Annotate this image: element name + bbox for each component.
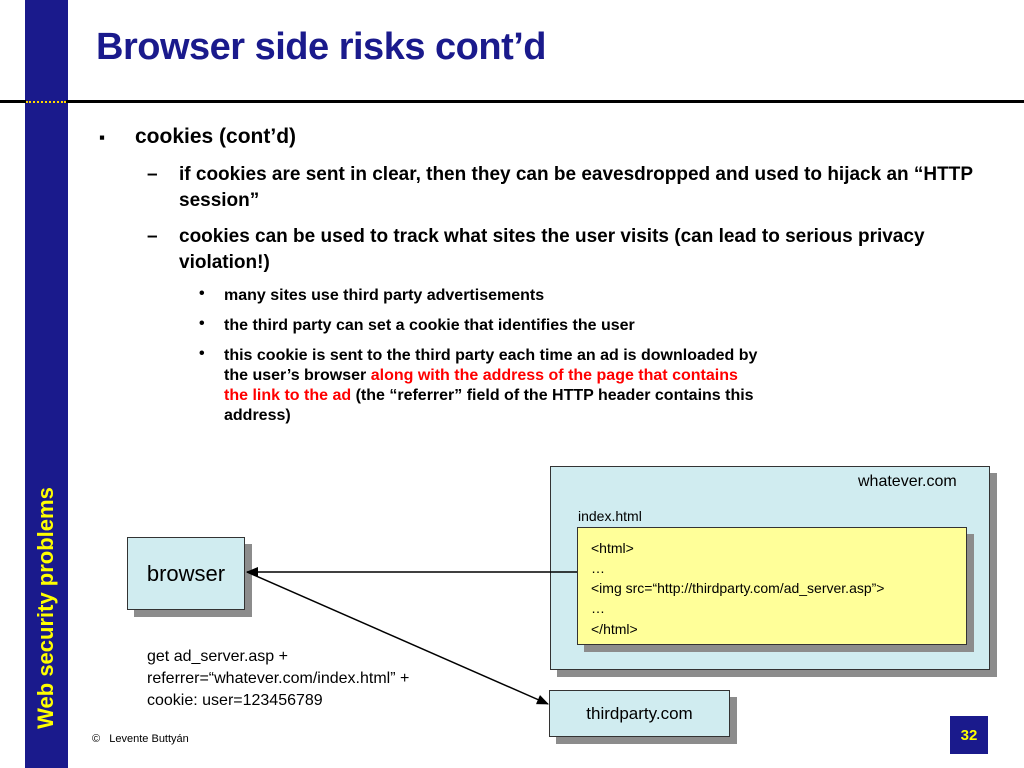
footer-credit: © Levente Buttyán	[92, 733, 189, 745]
code-line: …	[591, 560, 605, 576]
request-line: get ad_server.asp +	[147, 648, 288, 665]
browser-box: browser	[127, 537, 245, 610]
header-rule	[66, 100, 1024, 103]
sidebar-dotted-line	[26, 101, 66, 103]
thirdparty-com-box: thirdparty.com	[549, 690, 730, 737]
dash-bullet-icon: –	[147, 164, 158, 185]
code-line: </html>	[591, 621, 638, 637]
index-html-label: index.html	[578, 508, 642, 524]
sidebar-band	[25, 0, 68, 768]
copyright-icon: ©	[92, 733, 101, 745]
request-line: cookie: user=123456789	[147, 692, 323, 709]
referrer-text-highlight: along with the address of the page that …	[224, 367, 738, 404]
page-number: 32	[950, 716, 988, 754]
whatever-com-label: whatever.com	[858, 473, 957, 490]
bullet-referrer: this cookie is sent to the third party e…	[224, 346, 764, 426]
bullet-cookies: cookies (cont’d)	[135, 125, 297, 148]
code-line: <img src=“http://thirdparty.com/ad_serve…	[591, 580, 885, 596]
code-line: …	[591, 600, 605, 616]
referrer-text-end: (the “referrer” field of the HTTP header…	[224, 387, 754, 424]
dot-bullet-icon: •	[199, 315, 205, 332]
square-bullet-icon: ▪	[99, 128, 106, 147]
header-rule-left	[0, 100, 26, 103]
footer-author: Levente Buttyán	[109, 733, 189, 745]
dot-bullet-icon: •	[199, 285, 205, 302]
bullet-eavesdrop: if cookies are sent in clear, then they …	[179, 164, 973, 211]
bullet-third-party-ads: many sites use third party advertisement…	[224, 287, 545, 304]
referrer-text-start: this cookie is sent to the third party e…	[224, 347, 758, 384]
dash-bullet-icon: –	[147, 226, 158, 247]
request-line: referrer=“whatever.com/index.html” +	[147, 670, 410, 687]
dot-bullet-icon: •	[199, 345, 205, 362]
bullet-tracking: cookies can be used to track what sites …	[179, 226, 925, 273]
html-code-box	[577, 527, 967, 645]
code-line: <html>	[591, 540, 634, 556]
slide-title: Browser side risks cont’d	[96, 26, 547, 68]
bullet-set-cookie: the third party can set a cookie that id…	[224, 317, 635, 334]
arrow-browser-to-thirdparty	[246, 571, 549, 705]
